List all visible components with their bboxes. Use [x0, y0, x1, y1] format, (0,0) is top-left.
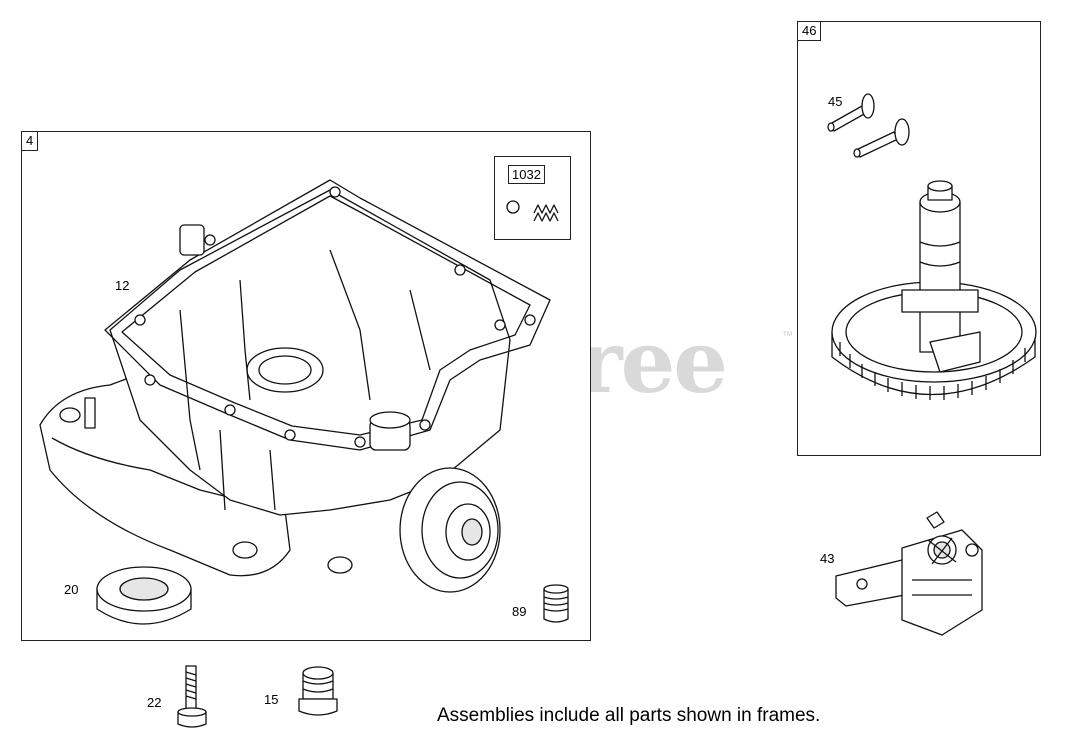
- sump-base-flange: [39, 369, 291, 577]
- callout-screw: 22: [147, 695, 162, 710]
- callout-valve-tappet: 45: [828, 94, 843, 109]
- sump-gasket: [104, 179, 551, 451]
- governor-drawing: [835, 511, 983, 636]
- callout-drain-plug: 15: [264, 692, 279, 707]
- sump-housing-drawing: [39, 179, 551, 593]
- kit-check-ball-and-spring: [506, 200, 559, 222]
- frame-tag-sump-assembly: 4: [22, 132, 39, 151]
- kit-box: 1032: [494, 156, 571, 240]
- oil-seal-drawing: [96, 566, 192, 625]
- plug-small-drawing: [543, 584, 569, 623]
- callout-oil-seal: 20: [64, 582, 79, 597]
- watermark-trademark: ™: [782, 330, 793, 342]
- footer-note: Assemblies include all parts shown in fr…: [437, 705, 821, 726]
- kit-spring-icon: [533, 204, 559, 222]
- tappet-2: [853, 118, 910, 158]
- screw-drawing: [177, 665, 207, 728]
- camshaft-gear-drawing: [831, 180, 1037, 400]
- sump-governor-boss: [369, 411, 411, 451]
- valve-tappets-drawing: [827, 93, 910, 158]
- callout-governor: 43: [820, 551, 835, 566]
- kit-label: 1032: [508, 165, 545, 184]
- callout-plug-small: 89: [512, 604, 527, 619]
- frame-tag-camshaft-assembly: 46: [798, 22, 822, 41]
- sump-pto-mount: [399, 467, 501, 593]
- drain-plug-drawing: [298, 666, 338, 716]
- cam-shaft: [901, 180, 981, 373]
- tappet-1: [827, 93, 875, 132]
- callout-sump-gasket: 12: [115, 278, 130, 293]
